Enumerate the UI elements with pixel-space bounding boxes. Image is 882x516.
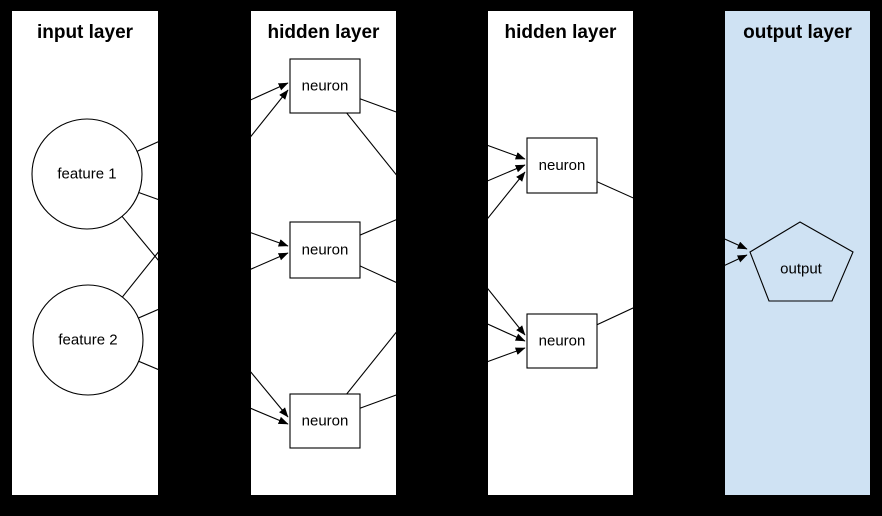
panel-hidden-layer-1: hidden layer xyxy=(251,11,396,495)
panel-title-output-layer: output layer xyxy=(743,22,852,43)
panel-title-hidden-layer-1: hidden layer xyxy=(267,22,380,43)
panel-input-layer: input layer xyxy=(12,11,158,495)
panel-title-hidden-layer-2: hidden layer xyxy=(504,22,617,43)
panel-hidden-layer-2: hidden layer xyxy=(488,11,633,495)
panel-output-layer: output layer xyxy=(725,11,870,495)
panel-title-input-layer: input layer xyxy=(36,22,134,43)
